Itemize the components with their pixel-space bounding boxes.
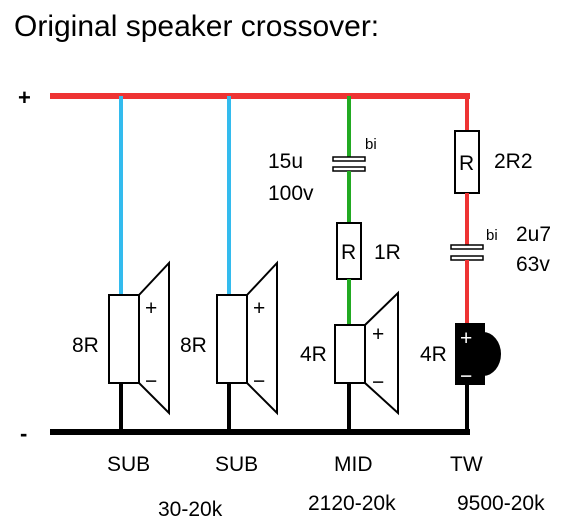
mid-impedance: 4R	[300, 343, 327, 366]
mid-capacitor-value: 15u	[268, 150, 303, 173]
woofer-speaker-icon	[108, 260, 170, 416]
mid-label: MID	[334, 453, 373, 476]
resistor-icon	[336, 222, 362, 280]
tw-resistor-value: 2R2	[494, 150, 533, 173]
woofer-speaker-icon	[334, 290, 399, 416]
capacitor-icon	[450, 244, 484, 261]
tw-driver-plus: +	[460, 327, 472, 350]
sub2-label: SUB	[215, 453, 258, 476]
mid-capacitor-voltage: 100v	[268, 182, 314, 205]
tw-impedance: 4R	[420, 343, 447, 366]
dome-tweeter-icon	[455, 323, 501, 385]
tw-branch: R + − 2R2 bi 2u7 63v 4R TW 9500-20k	[420, 96, 551, 515]
sub2-impedance: 8R	[180, 334, 207, 357]
mid-resistor-symbol: R	[341, 241, 356, 264]
mid-driver-plus: +	[372, 323, 384, 346]
tw-capacitor-value: 2u7	[516, 223, 551, 246]
sub1-branch: + − 8R SUB	[72, 96, 170, 476]
tw-capacitor-voltage: 63v	[516, 253, 550, 276]
diagram-title: Original speaker crossover:	[14, 10, 379, 43]
sub-range: 30-20k	[158, 498, 223, 521]
mid-range: 2120-20k	[308, 492, 396, 515]
tw-range: 9500-20k	[457, 492, 545, 515]
mid-resistor-value: 1R	[374, 241, 401, 264]
mid-branch: R + − bi 15u 100v 1R 4R MID 2120-20k	[268, 96, 401, 515]
sub1-driver-plus: +	[145, 297, 157, 320]
tw-capacitor-type: bi	[486, 227, 498, 244]
sub1-impedance: 8R	[72, 334, 99, 357]
sub1-driver-minus: −	[145, 370, 157, 393]
mid-capacitor-type: bi	[365, 136, 377, 153]
sub1-label: SUB	[107, 453, 150, 476]
positive-rail-sign: +	[18, 85, 31, 110]
sub2-driver-minus: −	[253, 370, 265, 393]
sub2-branch: + − 8R SUB	[180, 96, 278, 476]
mid-driver-minus: −	[372, 371, 384, 394]
sub2-driver-plus: +	[253, 297, 265, 320]
tw-label: TW	[450, 453, 483, 476]
tw-driver-minus: −	[460, 365, 472, 388]
negative-rail-sign: -	[20, 421, 27, 446]
tw-resistor-symbol: R	[459, 152, 474, 175]
resistor-icon	[454, 130, 480, 194]
capacitor-icon	[332, 156, 366, 172]
woofer-speaker-icon	[216, 260, 278, 416]
